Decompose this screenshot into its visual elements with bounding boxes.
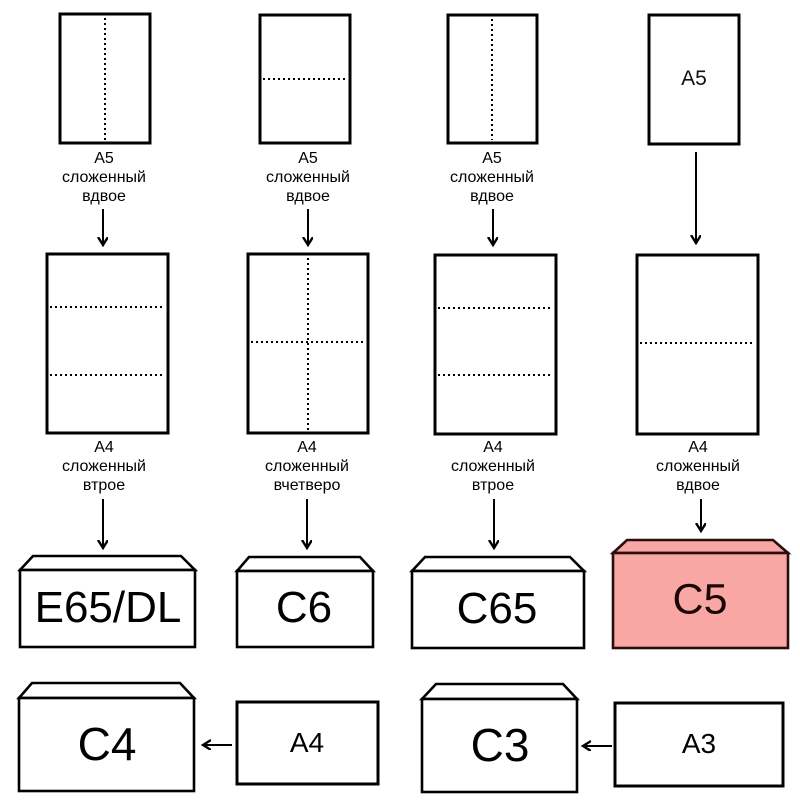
label-a5-folded-col2: А5 сложенный вдвое xyxy=(266,150,350,205)
sheet-a4-col1 xyxy=(45,252,170,435)
label-a5-folded-col3: А5 сложенный вдвое xyxy=(450,150,534,205)
sheet-a4-col3 xyxy=(433,253,558,436)
label-sheet-a4-source: A4 xyxy=(289,727,325,758)
envelope-c4-flap xyxy=(16,681,197,700)
envelope-c4-body xyxy=(17,696,196,793)
envelope-e65dl-body xyxy=(18,568,197,649)
envelope-c3-flap xyxy=(419,682,580,701)
envelope-c6-body xyxy=(235,569,375,649)
envelope-c3-body xyxy=(420,697,579,794)
sheet-a5-col4 xyxy=(647,13,741,146)
envelope-c6-flap xyxy=(234,555,376,573)
envelope-c65-flap xyxy=(409,555,588,573)
label-sheet-a3-source: A3 xyxy=(681,728,717,759)
label-envelope-c4: C4 xyxy=(77,718,137,770)
envelope-c5-flap xyxy=(609,538,792,555)
label-envelope-c65: C65 xyxy=(456,584,538,633)
label-a5-sheet-col4: A5 xyxy=(681,67,707,90)
envelope-c5-body xyxy=(611,551,790,650)
label-envelope-c3: C3 xyxy=(470,719,530,771)
label-a4-folded-col1: А4 сложенный втрое xyxy=(62,439,146,494)
label-envelope-c5: C5 xyxy=(672,575,728,624)
envelope-c65-body xyxy=(410,569,586,650)
label-a4-folded-col3: А4 сложенный втрое xyxy=(451,439,535,494)
label-a5-folded-col1: А5 сложенный вдвое xyxy=(62,150,146,205)
sheet-a4-col4 xyxy=(635,253,760,436)
label-a4-folded-col2: А4 сложенный вчетверо xyxy=(265,439,349,494)
label-envelope-e65dl: E65/DL xyxy=(34,583,182,632)
envelope-e65dl-flap xyxy=(17,554,199,572)
sheet-a3-source xyxy=(613,701,785,788)
label-envelope-c6: C6 xyxy=(275,583,333,632)
sheet-a4-source xyxy=(235,700,380,786)
label-a4-folded-col4: А4 сложенный вдвое xyxy=(656,439,740,494)
